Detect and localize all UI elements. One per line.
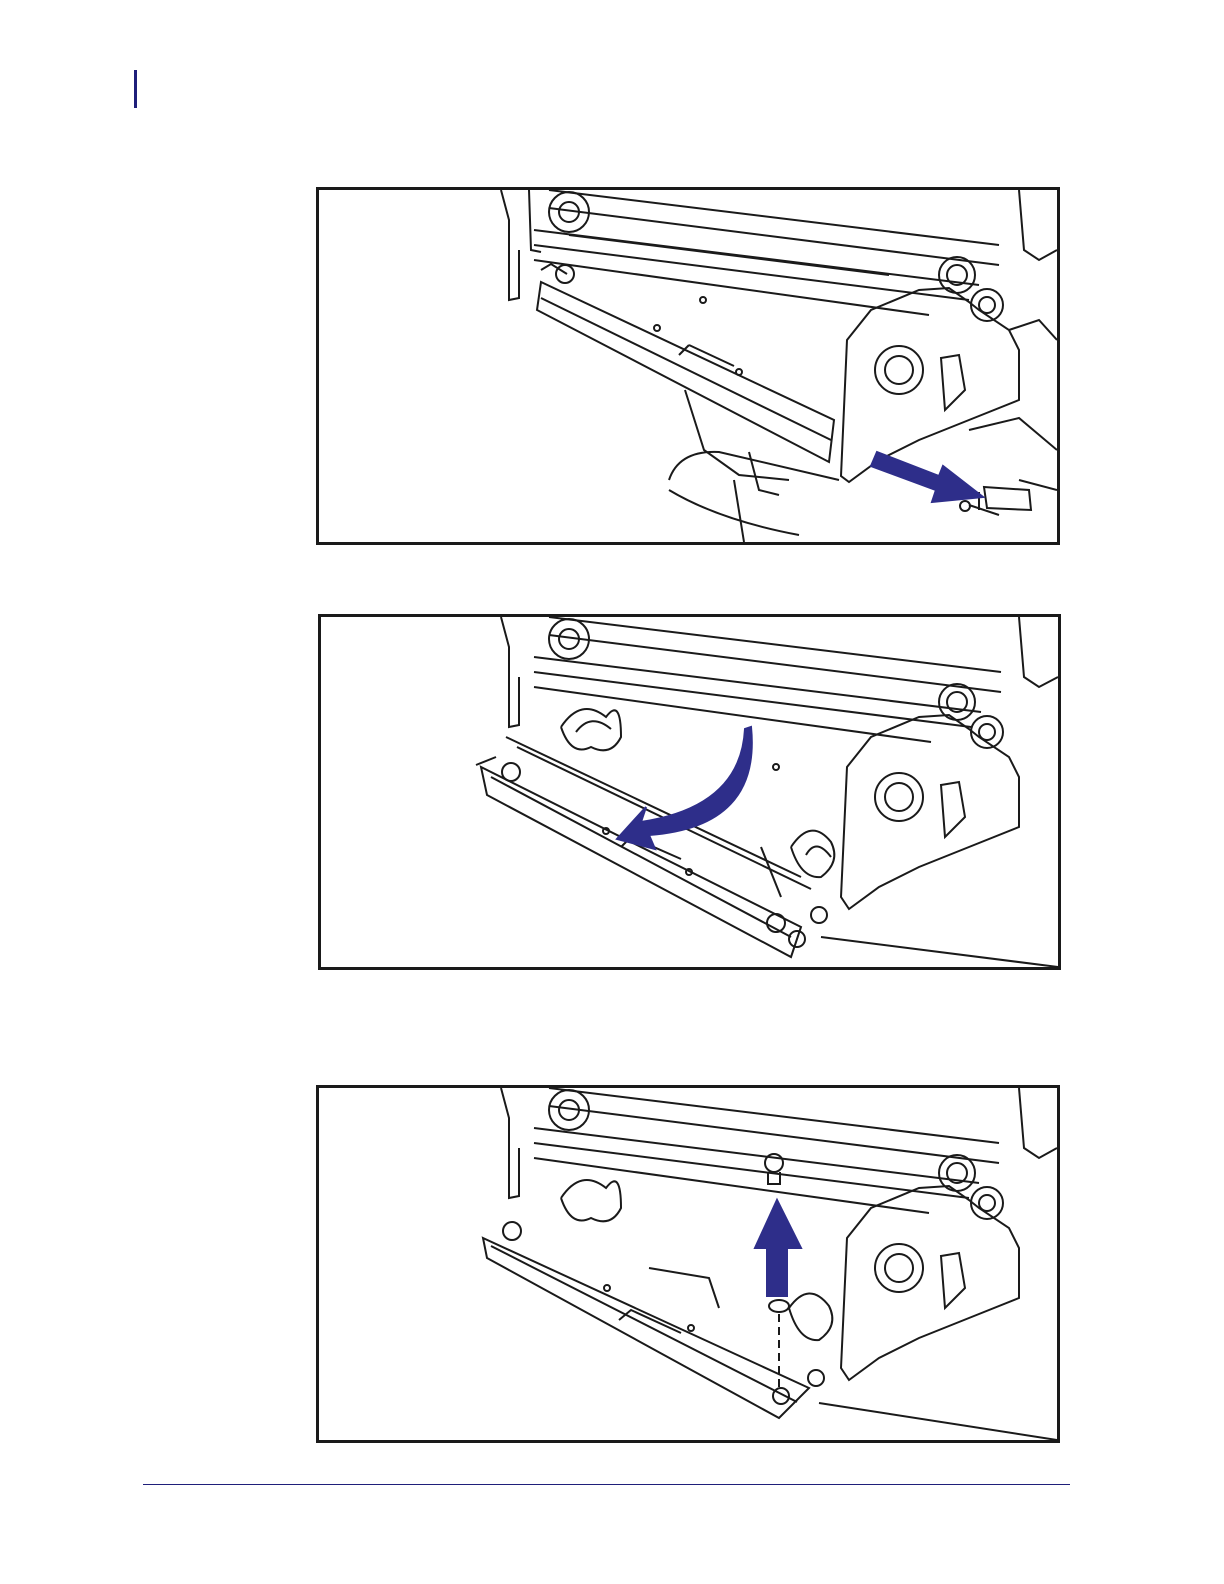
pull-out-arrow [871,452,983,502]
figure-remove-pin [316,187,1060,545]
printhead-assembly-illustration-2 [321,617,1058,967]
footer-rule [143,1484,1070,1485]
printhead-assembly-illustration-3 [319,1088,1057,1440]
printhead-assembly-illustration-1 [319,190,1057,542]
lift-up-arrow [755,1200,801,1296]
rotate-down-arrow [617,727,752,849]
figure-remove-screw [316,1085,1060,1443]
figure-rotate-printhead [318,614,1061,970]
chapter-margin-bar [134,70,137,108]
